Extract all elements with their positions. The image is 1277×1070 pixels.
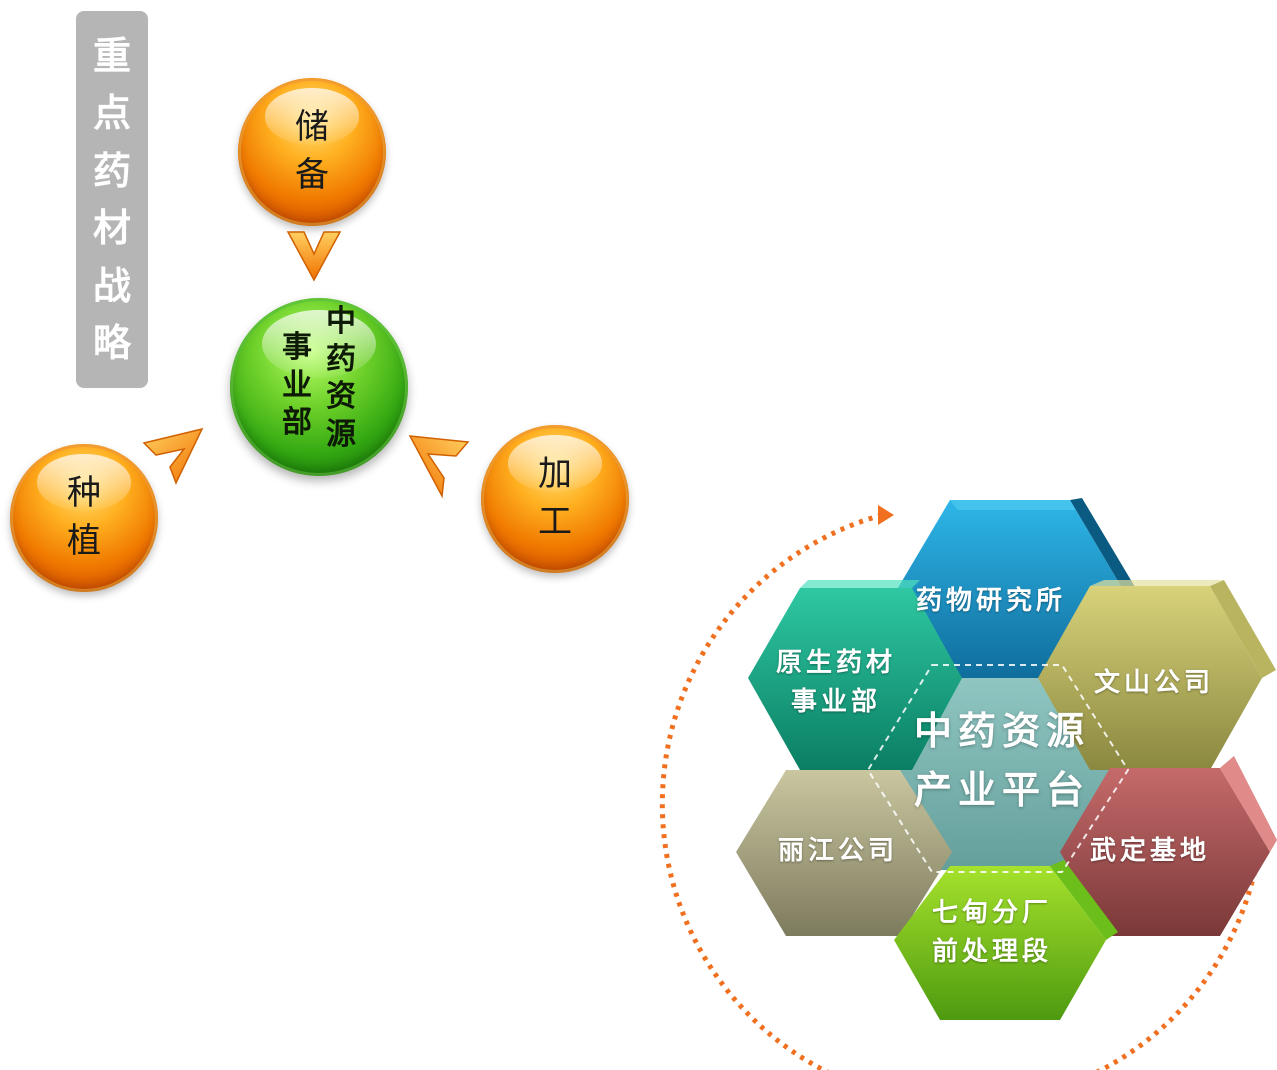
core-department-label: 中 药 资 源 事 业 部 [282,304,356,453]
storage-label: 储 备 [295,104,329,199]
storage-char: 备 [295,155,329,195]
title-char: 药 [92,147,131,193]
arrow-upleft-icon [408,435,470,498]
gloss-highlight [507,435,603,492]
core-col-right: 中 药 资 源 [326,303,356,453]
storage-node: 储 备 [238,78,386,226]
core-char: 源 [326,416,356,452]
native-herb-dept-label: 原生药材 事业部 [776,644,896,722]
cycle-arc [659,512,1258,1070]
core-char: 业 [282,367,312,403]
arrow-upright-icon [142,427,204,485]
core-col-left: 事 业 部 [282,329,312,453]
planting-char: 植 [67,521,101,561]
wenshan-company-label: 文山公司 [1094,668,1215,698]
lijiang-company-label: 丽江公司 [778,836,899,866]
resource-platform-diagram: 药物研究所 原生药材 事业部 文山公司 中药资源 产业平台 丽江公司 武定基地 … [650,480,1277,1070]
qidian-factory-label: 七甸分厂 前处理段 [932,894,1052,972]
qidian-line1: 七甸分厂 [932,898,1053,928]
wuding-base-label: 武定基地 [1090,836,1211,866]
platform-graphic [659,498,1277,1070]
native-line1: 原生药材 [776,648,897,678]
title-char: 略 [92,320,131,366]
gloss-highlight [36,454,132,511]
native-line2: 事业部 [791,687,882,717]
core-char: 事 [282,330,312,365]
center-line1: 中药资源 [914,708,1091,753]
core-char: 资 [326,379,356,414]
qidian-line2: 前处理段 [932,937,1053,967]
cycle-arrowhead [878,505,894,525]
core-char: 部 [282,405,312,440]
arrow-down-icon [286,231,342,282]
processing-char: 工 [538,502,572,542]
planting-char: 种 [67,473,101,514]
title-char: 重 [92,32,131,78]
title-char: 材 [92,205,131,251]
processing-label: 加 工 [538,451,572,546]
core-char: 中 [326,304,356,339]
title-char: 战 [92,262,131,308]
core-department-node: 中 药 资 源 事 业 部 [230,298,408,476]
strategy-title: 重 点 药 材 战 略 [76,11,148,388]
platform-center-label: 中药资源 产业平台 [914,702,1090,820]
processing-char: 加 [538,454,572,495]
core-char: 药 [326,341,356,377]
research-institute-label: 药物研究所 [916,586,1067,616]
planting-node: 种 植 [10,444,158,592]
gloss-highlight [264,88,360,145]
gloss-highlight [262,310,376,379]
planting-label: 种 植 [67,470,101,565]
center-line2: 产业平台 [914,766,1091,812]
title-char: 点 [92,90,131,136]
storage-char: 储 [295,107,329,148]
processing-node: 加 工 [481,425,629,573]
